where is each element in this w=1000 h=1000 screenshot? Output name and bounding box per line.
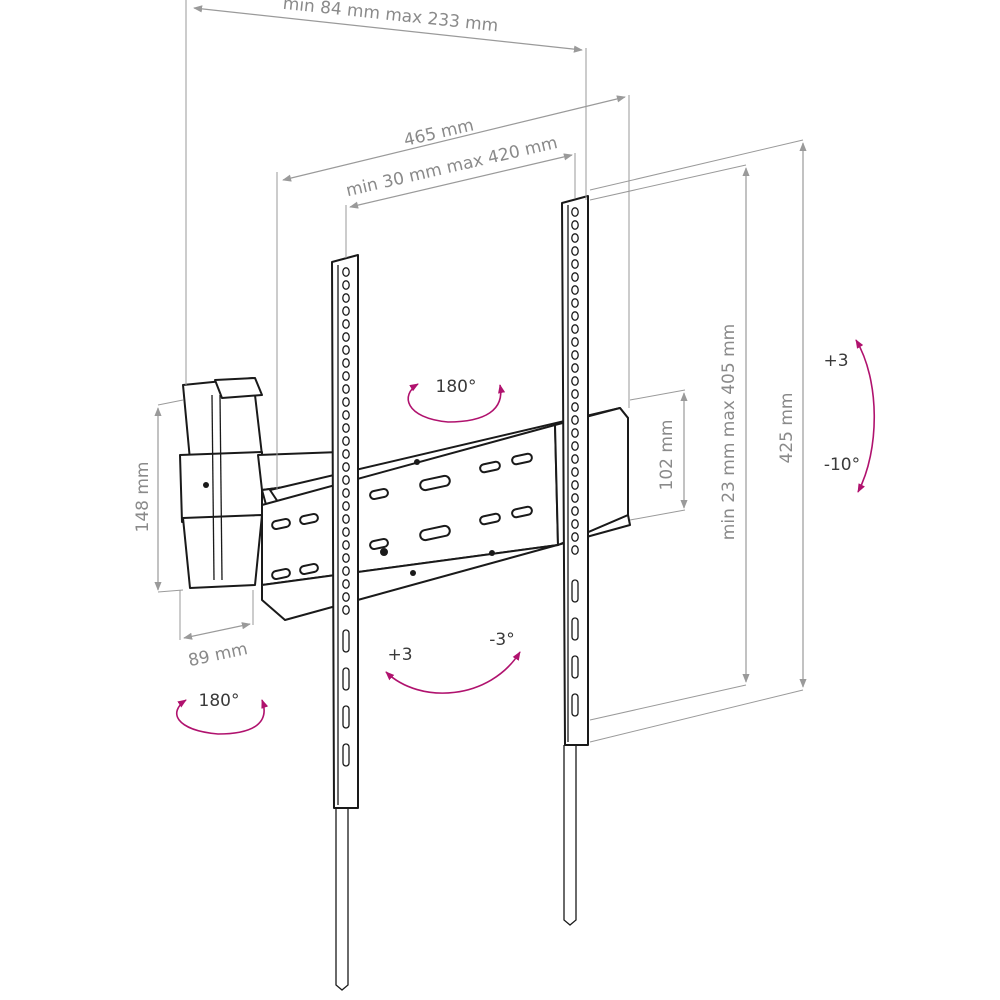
strap-hole	[342, 553, 350, 563]
strap-hole	[571, 467, 579, 477]
strap-hole	[571, 324, 579, 334]
mount-hardware	[179, 195, 631, 991]
strap-hole	[571, 337, 579, 347]
strap-hole	[342, 436, 350, 446]
strap-hole	[571, 493, 579, 503]
strap-hole	[571, 233, 579, 243]
strap-hole	[342, 540, 350, 550]
strap-hole-slot	[571, 655, 579, 679]
level-plus-label: +3	[387, 645, 412, 665]
strap-hole	[342, 371, 350, 381]
strap-hole	[571, 454, 579, 464]
strap-hole	[342, 306, 350, 316]
strap-hole	[342, 345, 350, 355]
strap-hole	[342, 605, 350, 615]
strap-hole	[571, 545, 579, 555]
strap-hole	[571, 532, 579, 542]
tilt-up-label: +3	[823, 351, 848, 371]
strap-hole-slot	[571, 579, 579, 603]
wall-plate-width-label: 89 mm	[186, 639, 249, 671]
strap-hole	[571, 389, 579, 399]
strap-hole	[571, 402, 579, 412]
total-width-label: 465 mm	[402, 115, 476, 150]
total-height-label: 425 mm	[777, 393, 797, 464]
strap-hole-slot	[342, 743, 350, 767]
left-vertical-strap	[331, 254, 359, 991]
arm-swivel-arrow	[407, 383, 506, 423]
wall-plate-height-label: 148 mm	[133, 462, 153, 533]
wall-plate	[179, 377, 263, 589]
strap-hole	[342, 449, 350, 459]
strap-hole	[571, 506, 579, 516]
tilt-down-label: -10°	[824, 455, 860, 475]
strap-hole	[342, 397, 350, 407]
strap-hole	[571, 519, 579, 529]
strap-hole	[342, 514, 350, 524]
strap-hole	[571, 363, 579, 373]
strap-hole	[571, 428, 579, 438]
wall-plate-width-dim-line	[183, 622, 251, 640]
strap-hole	[342, 488, 350, 498]
strap-hole	[342, 332, 350, 342]
strap-hole	[571, 415, 579, 425]
bracket-height-label: 102 mm	[657, 420, 677, 491]
tilt-arrow	[855, 339, 876, 493]
right-vertical-strap	[561, 195, 589, 926]
strap-hole	[342, 592, 350, 602]
strap-hole	[571, 246, 579, 256]
strap-hole	[342, 280, 350, 290]
strap-hole	[571, 480, 579, 490]
strap-hole	[571, 207, 579, 217]
strap-hole	[342, 358, 350, 368]
dimension-lines	[154, 0, 807, 743]
strap-hole	[342, 501, 350, 511]
strap-hole	[342, 410, 350, 420]
strap-hole	[571, 441, 579, 451]
arm-extension-label: min 84 mm max 233 mm	[282, 0, 499, 36]
strap-hole	[571, 311, 579, 321]
strap-hole	[342, 475, 350, 485]
strap-hole	[342, 384, 350, 394]
strap-hole	[342, 527, 350, 537]
rotation-indicators: 180° 180° +3 -3° +3 -10°	[176, 339, 876, 735]
strap-hole	[342, 267, 350, 277]
strap-hole-slot	[571, 617, 579, 641]
vesa-horizontal-label: min 30 mm max 420 mm	[344, 133, 559, 201]
level-adjust-arrow	[385, 651, 521, 694]
strap-hole	[571, 272, 579, 282]
strap-hole	[571, 376, 579, 386]
strap-hole	[342, 566, 350, 576]
strap-hole	[342, 423, 350, 433]
strap-hole	[342, 579, 350, 589]
strap-hole	[342, 293, 350, 303]
strap-hole	[571, 220, 579, 230]
strap-hole-slot	[571, 693, 579, 717]
vesa-horizontal-dim-line	[349, 153, 573, 209]
arm-swivel-label: 180°	[436, 377, 477, 397]
strap-hole	[571, 285, 579, 295]
strap-hole	[571, 350, 579, 360]
wall-swivel-arrow	[176, 699, 269, 735]
strap-hole	[571, 298, 579, 308]
total-width-dim-line	[282, 95, 626, 182]
strap-hole	[342, 319, 350, 329]
arm-extension-dim-line	[193, 5, 583, 53]
strap-hole-slot	[342, 667, 350, 691]
level-minus-label: -3°	[489, 630, 514, 650]
strap-hole	[571, 259, 579, 269]
strap-hole	[342, 462, 350, 472]
strap-hole-slot	[342, 705, 350, 729]
strap-hole-slot	[342, 629, 350, 653]
wall-swivel-label: 180°	[199, 691, 240, 711]
vesa-vertical-label: min 23 mm max 405 mm	[719, 324, 739, 540]
